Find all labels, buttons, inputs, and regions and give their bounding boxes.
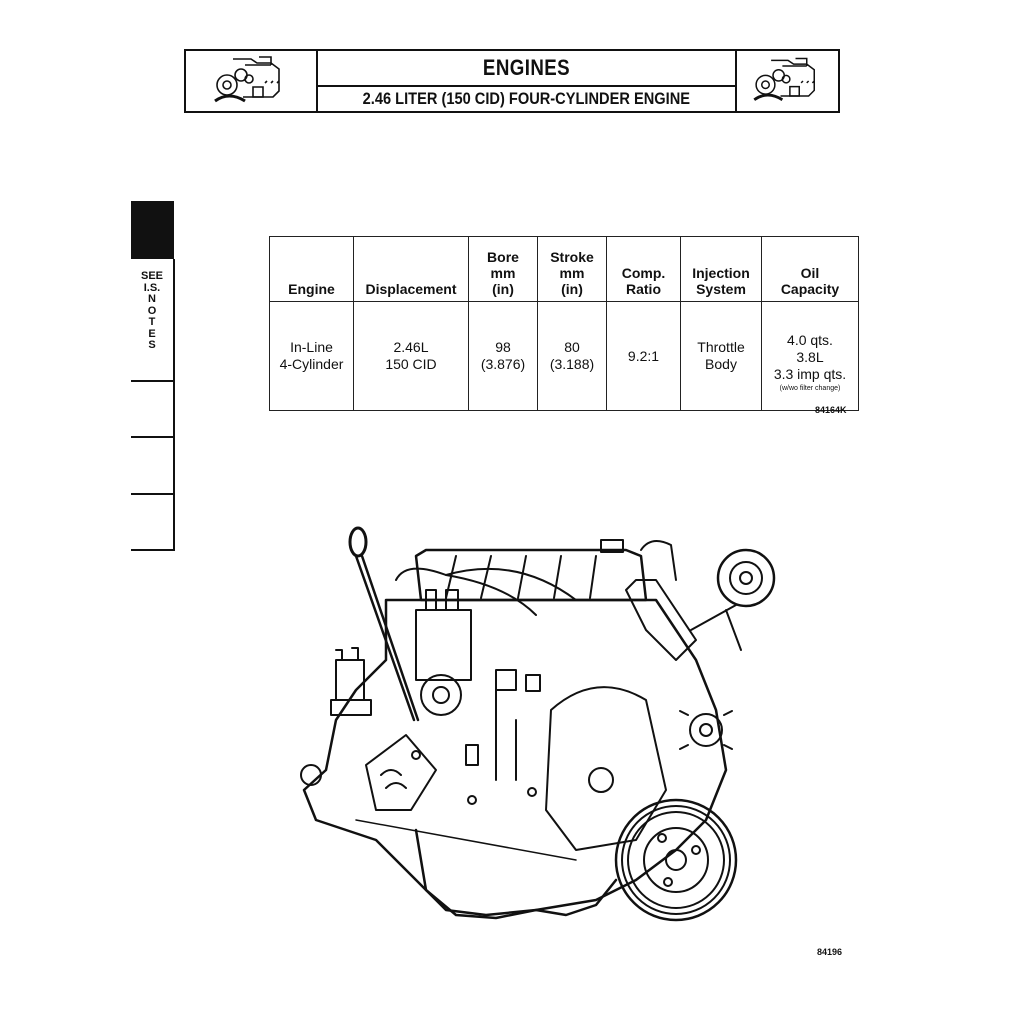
header-text: Oil: [800, 265, 820, 281]
tab-divider: [131, 436, 174, 438]
cell-text: (3.876): [480, 356, 526, 372]
table-figure-code: 84164K: [815, 405, 847, 415]
page-title: ENGINES: [482, 55, 571, 80]
header-text: System: [696, 281, 746, 297]
page-header-banner: ENGINES 2.46 LITER (150 CID) FOUR-CYLIND…: [184, 49, 840, 113]
header-text: Bore: [487, 249, 519, 265]
header-text: Injection: [692, 265, 750, 281]
engine-thumbnail-icon: [735, 51, 838, 111]
cell-text: Body: [705, 356, 737, 372]
table-row: In-Line 4-Cylinder 2.46L 150 CID 98 (3.8…: [269, 301, 859, 411]
engine-thumbnail-icon: [186, 51, 318, 111]
illustration-figure-code: 84196: [817, 947, 843, 957]
header-text: mm: [490, 265, 516, 281]
notes-line: T: [148, 316, 156, 328]
cell-text: 4.0 qts.: [787, 331, 833, 348]
page-subtitle: 2.46 LITER (150 CID) FOUR-CYLINDER ENGIN…: [318, 85, 735, 111]
header-stroke: Stroke mm (in): [537, 236, 607, 302]
cell-text: In-Line: [290, 339, 333, 355]
engine-spec-table: Engine Displacement Bore mm (in) Stroke …: [269, 236, 859, 411]
header-text: (in): [561, 281, 583, 297]
header-text: Capacity: [780, 281, 840, 297]
header-oil-capacity: Oil Capacity: [761, 236, 859, 302]
header-comp-ratio: Comp. Ratio: [606, 236, 681, 302]
cell-engine: In-Line 4-Cylinder: [269, 301, 354, 411]
cell-text: 9.2:1: [627, 347, 660, 364]
notes-line: I.S.: [143, 281, 161, 294]
cell-text: 80: [564, 339, 580, 355]
header-engine: Engine: [269, 236, 354, 302]
tab-divider: [131, 380, 174, 382]
active-section-marker: [131, 201, 174, 259]
header-text: Ratio: [626, 281, 661, 297]
cell-stroke: 80 (3.188): [537, 301, 607, 411]
header-displacement: Displacement: [353, 236, 469, 302]
cell-injection: Throttle Body: [680, 301, 762, 411]
cell-text: 150 CID: [385, 356, 437, 372]
tab-divider: [131, 493, 174, 495]
header-text: Engine: [288, 281, 335, 297]
notes-line: SEE: [140, 270, 163, 282]
notes-line: S: [148, 339, 156, 351]
oil-note: (w/wo filter change): [779, 384, 841, 392]
notes-line: O: [147, 304, 157, 317]
cell-text: 3.3 imp qts.: [773, 365, 847, 382]
cell-comp-ratio: 9.2:1: [606, 301, 681, 411]
header-text: Comp.: [621, 265, 666, 281]
tab-divider: [131, 549, 174, 551]
notes-line: E: [148, 327, 156, 340]
header-text: (in): [492, 281, 514, 297]
header-text: Displacement: [365, 281, 457, 297]
cell-text: Throttle: [697, 339, 745, 355]
cell-displacement: 2.46L 150 CID: [353, 301, 469, 411]
cell-text: 4-Cylinder: [279, 356, 344, 372]
section-index-tab: SEE I.S. N O T E S: [131, 201, 175, 551]
cell-text: 2.46L: [393, 339, 429, 355]
header-injection-system: Injection System: [680, 236, 762, 302]
header-bore: Bore mm (in): [468, 236, 538, 302]
cell-oil-capacity: 4.0 qts. 3.8L 3.3 imp qts. (w/wo filter …: [761, 301, 859, 411]
cell-text: 98: [495, 339, 511, 355]
tab-divider: [173, 259, 175, 551]
cell-text: 3.8L: [796, 348, 824, 365]
see-is-notes-label: SEE I.S. N O T E S: [131, 270, 173, 352]
header-text: Stroke: [550, 249, 594, 265]
engine-line-drawing: [296, 520, 796, 930]
page-subtitle-text: 2.46 LITER (150 CID) FOUR-CYLINDER ENGIN…: [362, 89, 691, 108]
header-text: mm: [559, 265, 585, 281]
cell-text: (3.188): [549, 356, 595, 372]
cell-bore: 98 (3.876): [468, 301, 538, 411]
table-header-row: Engine Displacement Bore mm (in) Stroke …: [269, 236, 859, 302]
notes-line: N: [148, 293, 156, 305]
